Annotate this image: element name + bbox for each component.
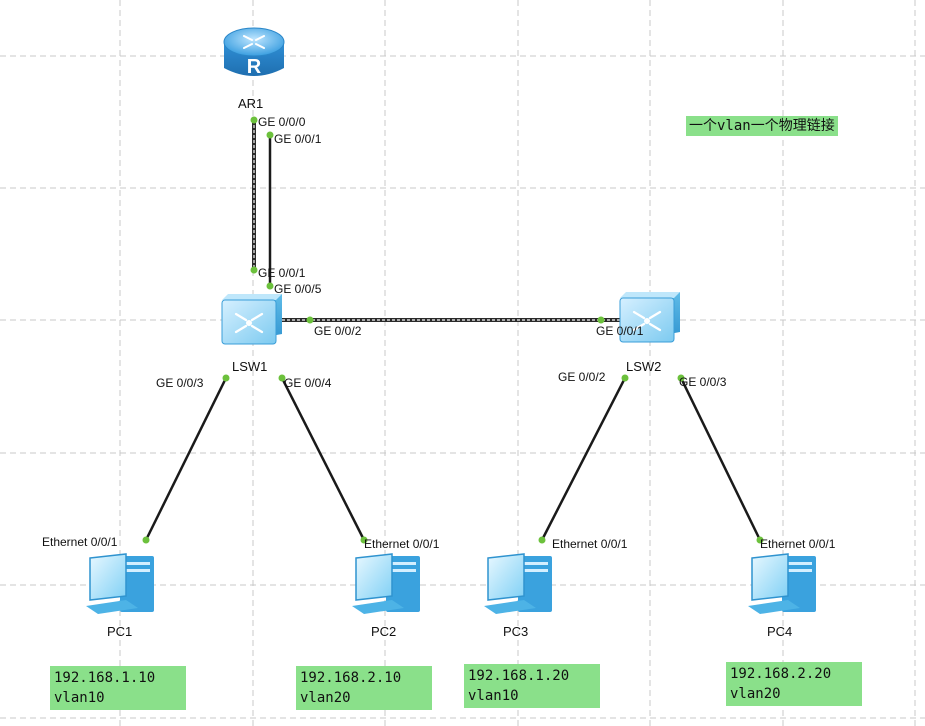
port-label-pc1-eth: Ethernet 0/0/1 <box>42 535 118 549</box>
svg-text:R: R <box>247 56 262 78</box>
port-dot <box>538 536 546 544</box>
annotation-note: 一个vlan一个物理链接 <box>686 116 838 136</box>
pc-icon[interactable] <box>484 553 552 614</box>
switch-icon[interactable] <box>619 292 680 343</box>
port-label-ar1-ge001: GE 0/0/1 <box>274 132 322 146</box>
port-label-pc3-eth: Ethernet 0/0/1 <box>552 537 628 551</box>
port-label-lsw1-ge005: GE 0/0/5 <box>274 282 322 296</box>
port-dot <box>266 131 274 139</box>
port-label-lsw1-ge001: GE 0/0/1 <box>258 266 306 280</box>
port-dot <box>142 536 150 544</box>
port-dot <box>250 266 258 274</box>
ip-address: 192.168.2.10 <box>300 670 402 686</box>
port-dot <box>222 374 230 382</box>
port-dot <box>360 536 368 544</box>
port-dot <box>306 316 314 324</box>
ip-address: 192.168.2.20 <box>730 666 832 682</box>
device-label-pc3: PC3 <box>503 624 529 639</box>
port-label-lsw2-ge001: GE 0/0/1 <box>596 324 644 338</box>
host-info-pc3: 192.168.1.20 vlan10 <box>464 664 600 708</box>
ip-address: 192.168.1.20 <box>468 668 570 684</box>
port-dot <box>756 536 764 544</box>
vlan-label: vlan10 <box>468 688 519 704</box>
pc-icon[interactable] <box>748 553 816 614</box>
port-label-pc2-eth: Ethernet 0/0/1 <box>364 537 440 551</box>
host-info-pc2: 192.168.2.10 vlan20 <box>296 666 432 710</box>
link-lsw1-pc2[interactable] <box>280 377 366 541</box>
port-label-lsw2-ge002: GE 0/0/2 <box>558 370 606 384</box>
port-dot <box>597 316 605 324</box>
device-label-lsw1: LSW1 <box>232 359 268 374</box>
port-dot <box>621 374 629 382</box>
port-label-lsw1-ge004: GE 0/0/4 <box>284 376 332 390</box>
port-label-pc4-eth: Ethernet 0/0/1 <box>760 537 836 551</box>
port-dot <box>266 282 274 290</box>
device-label-pc1: PC1 <box>107 624 133 639</box>
vlan-label: vlan20 <box>730 686 781 702</box>
device-label-ar1: AR1 <box>238 96 264 111</box>
link-lsw2-pc4[interactable] <box>679 377 762 541</box>
pc-icon[interactable] <box>352 553 420 614</box>
switch-icon[interactable] <box>221 294 282 345</box>
port-dot <box>677 374 685 382</box>
router-icon[interactable]: R <box>223 27 285 78</box>
port-label-ar1-ge000: GE 0/0/0 <box>258 115 306 129</box>
ip-address: 192.168.1.10 <box>54 670 156 686</box>
device-label-pc4: PC4 <box>767 624 793 639</box>
vlan-label: vlan10 <box>54 690 105 706</box>
vlan-label: vlan20 <box>300 690 351 706</box>
link-lsw2-pc3[interactable] <box>540 377 627 541</box>
port-label-lsw1-ge003: GE 0/0/3 <box>156 376 204 390</box>
device-label-pc2: PC2 <box>371 624 397 639</box>
port-dots <box>142 116 764 544</box>
port-dot <box>250 116 258 124</box>
host-info-pc1: 192.168.1.10 vlan10 <box>50 666 186 710</box>
port-dot <box>278 374 286 382</box>
device-label-lsw2: LSW2 <box>626 359 662 374</box>
port-label-lsw1-ge002: GE 0/0/2 <box>314 324 362 338</box>
host-info-pc4: 192.168.2.20 vlan20 <box>726 662 862 706</box>
pc-icon[interactable] <box>86 553 154 614</box>
link-lsw1-pc1[interactable] <box>144 377 228 541</box>
port-label-lsw2-ge003: GE 0/0/3 <box>679 375 727 389</box>
